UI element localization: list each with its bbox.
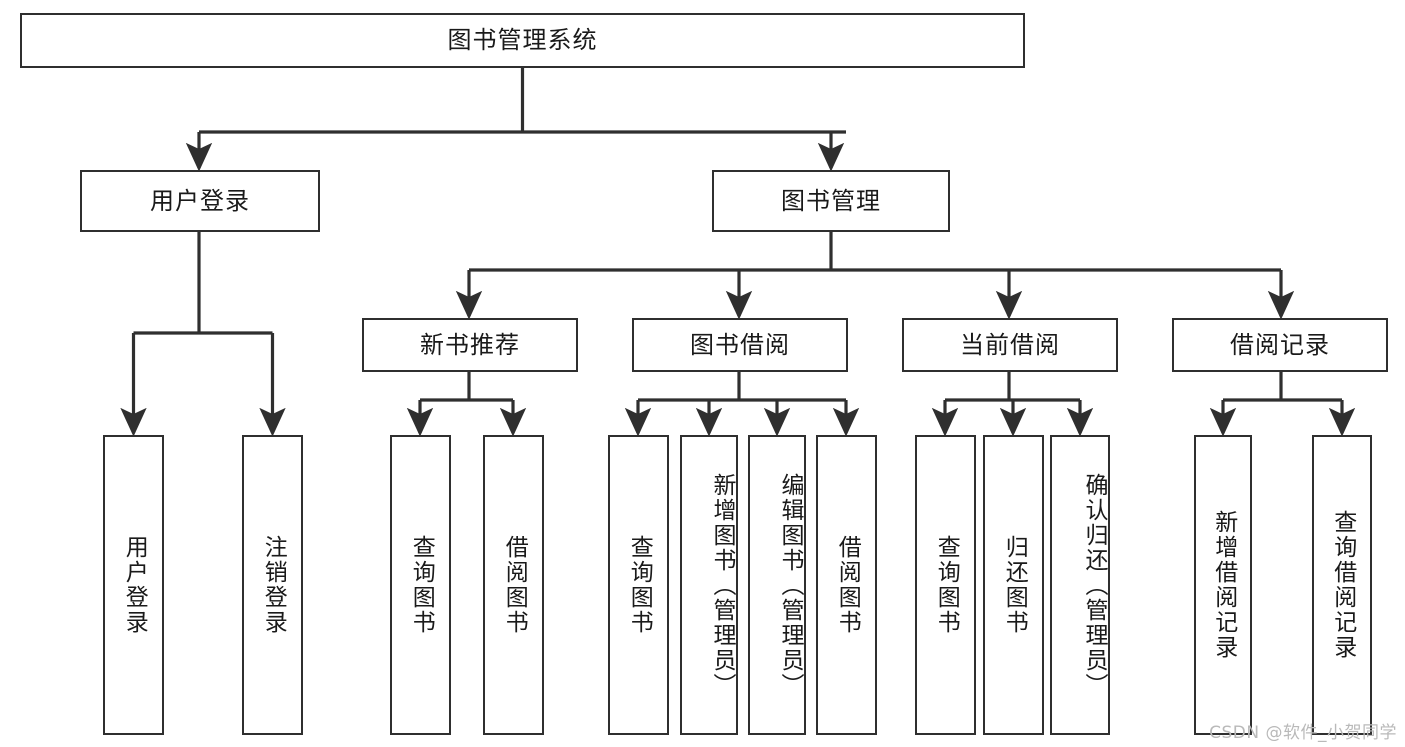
node-new-book-recommend-label: 新书推荐 bbox=[420, 330, 520, 359]
leaf-edit-book[interactable]: 编辑图书（管理员） bbox=[748, 435, 806, 735]
leaf-query-borrow-record-label: 查询借阅记录 bbox=[1329, 510, 1356, 660]
node-book-borrow[interactable]: 图书借阅 bbox=[632, 318, 848, 372]
leaf-confirm-return[interactable]: 确认归还（管理员） bbox=[1050, 435, 1110, 735]
leaf-edit-book-label: 编辑图书（管理员） bbox=[777, 472, 803, 698]
node-book-manage-label: 图书管理 bbox=[781, 186, 881, 215]
node-root-label: 图书管理系统 bbox=[447, 26, 598, 55]
node-current-borrow[interactable]: 当前借阅 bbox=[902, 318, 1118, 372]
leaf-logout[interactable]: 注销登录 bbox=[242, 435, 303, 735]
leaf-add-book[interactable]: 新增图书（管理员） bbox=[680, 435, 738, 735]
leaf-add-book-label: 新增图书（管理员） bbox=[709, 472, 735, 698]
node-borrow-record[interactable]: 借阅记录 bbox=[1172, 318, 1388, 372]
leaf-logout-label: 注销登录 bbox=[260, 535, 287, 635]
leaf-borrow-book-1-label: 借阅图书 bbox=[501, 535, 528, 635]
leaf-add-borrow-record-label: 新增借阅记录 bbox=[1210, 510, 1237, 660]
node-new-book-recommend[interactable]: 新书推荐 bbox=[362, 318, 578, 372]
node-borrow-record-label: 借阅记录 bbox=[1230, 330, 1330, 359]
leaf-user-login-label: 用户登录 bbox=[121, 535, 148, 635]
node-book-borrow-label: 图书借阅 bbox=[690, 330, 790, 359]
leaf-query-borrow-record[interactable]: 查询借阅记录 bbox=[1312, 435, 1372, 735]
leaf-borrow-book-1[interactable]: 借阅图书 bbox=[483, 435, 544, 735]
leaf-query-book-1[interactable]: 查询图书 bbox=[390, 435, 451, 735]
leaf-query-book-3-label: 查询图书 bbox=[933, 535, 960, 635]
watermark: CSDN @软件_小贺同学 bbox=[1209, 723, 1397, 743]
leaf-borrow-book-2-label: 借阅图书 bbox=[834, 535, 861, 635]
leaf-query-book-2-label: 查询图书 bbox=[626, 535, 653, 635]
leaf-return-book-label: 归还图书 bbox=[1001, 535, 1028, 635]
leaf-borrow-book-2[interactable]: 借阅图书 bbox=[816, 435, 877, 735]
node-current-borrow-label: 当前借阅 bbox=[960, 330, 1060, 359]
leaf-add-borrow-record[interactable]: 新增借阅记录 bbox=[1194, 435, 1252, 735]
node-root[interactable]: 图书管理系统 bbox=[20, 13, 1025, 68]
leaf-query-book-2[interactable]: 查询图书 bbox=[608, 435, 669, 735]
leaf-query-book-3[interactable]: 查询图书 bbox=[915, 435, 976, 735]
leaf-query-book-1-label: 查询图书 bbox=[408, 535, 435, 635]
node-user-login-label: 用户登录 bbox=[150, 186, 250, 215]
leaf-confirm-return-label: 确认归还（管理员） bbox=[1081, 472, 1107, 698]
leaf-user-login[interactable]: 用户登录 bbox=[103, 435, 164, 735]
leaf-return-book[interactable]: 归还图书 bbox=[983, 435, 1044, 735]
node-book-manage[interactable]: 图书管理 bbox=[712, 170, 950, 232]
node-user-login[interactable]: 用户登录 bbox=[80, 170, 320, 232]
